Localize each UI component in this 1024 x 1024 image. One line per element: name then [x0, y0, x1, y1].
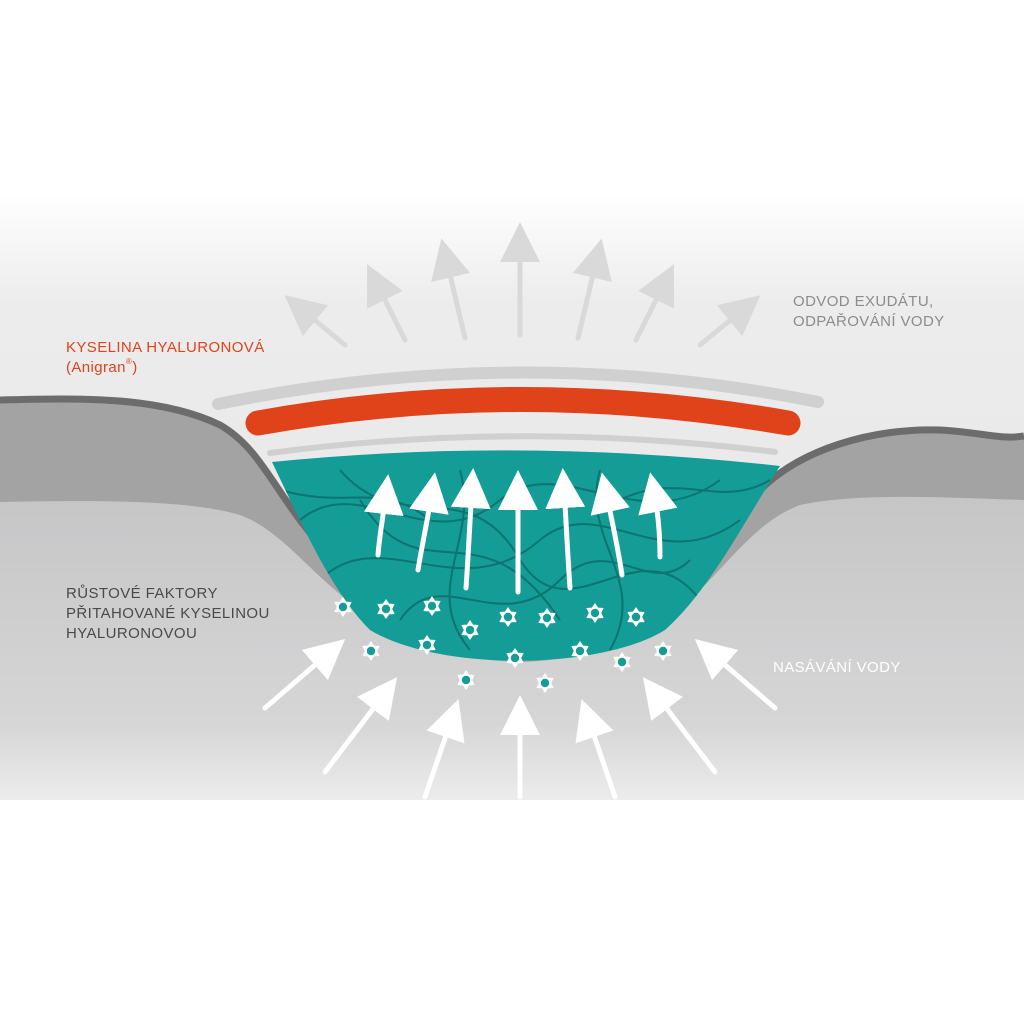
- arrow-up-icon: [694, 638, 778, 711]
- growth-factor-star-icon: [418, 635, 436, 655]
- growth-factor-star-icon: [627, 607, 645, 627]
- growth-factor-star-icon: [334, 597, 352, 617]
- dressing-bottom-layer: [267, 433, 778, 456]
- growth-factor-star-icon: [377, 599, 395, 619]
- exudate-arrows: [284, 222, 761, 348]
- wound-upward-arrows: [363, 468, 678, 595]
- growth-factor-star-icon: [461, 620, 479, 640]
- registered-mark: ®: [125, 357, 133, 366]
- arrow-up-icon: [545, 468, 586, 591]
- hyaluronic-acid-layer: [245, 387, 801, 436]
- growth-factor-star-icon: [499, 607, 517, 627]
- growth-factor-star-icon: [457, 670, 475, 690]
- arrow-up-icon: [638, 472, 678, 560]
- growth-factor-star-icon: [654, 641, 672, 661]
- arrow-up-icon: [431, 238, 471, 341]
- label-hyaluronic-line1: KYSELINA HYALURONOVÁ: [66, 339, 265, 356]
- arrow-up-icon: [642, 677, 718, 775]
- arrow-up-icon: [590, 472, 630, 578]
- arrow-up-icon: [450, 468, 491, 591]
- arrow-up-icon: [633, 264, 674, 343]
- label-exudate-line2: ODPAŘOVÁNÍ VODY: [793, 313, 945, 330]
- label-growth-factors: RŮSTOVÉ FAKTORY PŘITAHOVANÉ KYSELINOU HY…: [66, 584, 270, 644]
- growth-factor-star-icon: [538, 608, 556, 628]
- label-water-intake: NASÁVÁNÍ VODY: [773, 658, 901, 678]
- growth-factor-star-icon: [613, 652, 631, 672]
- arrow-up-icon: [572, 238, 612, 341]
- tissue-lower-layer: [0, 496, 1024, 800]
- growth-factor-star-icon: [423, 596, 441, 616]
- label-hyaluronic-acid: KYSELINA HYALURONOVÁ (Anigran®): [66, 338, 265, 378]
- arrow-up-icon: [697, 295, 761, 348]
- arrow-up-icon: [363, 474, 404, 558]
- arrow-up-icon: [422, 699, 465, 800]
- water-intake-arrows: [262, 638, 778, 800]
- growth-factor-star-icon: [571, 641, 589, 661]
- arrow-up-icon: [262, 638, 346, 711]
- dressing-top-layer: [212, 366, 824, 410]
- label-exudate-drainage: ODVOD EXUDÁTU, ODPAŘOVÁNÍ VODY: [793, 292, 945, 332]
- label-hyaluronic-line2: (Anigran®): [66, 358, 265, 378]
- growth-factor-star-icon: [362, 641, 380, 661]
- label-hyaluronic-suffix: ): [132, 359, 138, 376]
- arrow-up-icon: [575, 699, 618, 800]
- arrow-up-icon: [367, 264, 408, 343]
- growth-factor-star-icon: [536, 673, 554, 693]
- arrow-up-icon: [409, 472, 449, 573]
- arrow-up-icon: [284, 295, 348, 348]
- label-hyaluronic-prefix: (Anigran: [66, 359, 126, 376]
- label-water-line1: NASÁVÁNÍ VODY: [773, 659, 901, 676]
- growth-factor-star-icon: [506, 648, 524, 668]
- label-growth-line1: RŮSTOVÉ FAKTORY: [66, 585, 218, 602]
- growth-factor-particles: [334, 596, 672, 693]
- arrow-up-icon: [322, 677, 398, 775]
- label-exudate-line1: ODVOD EXUDÁTU,: [793, 293, 934, 310]
- label-growth-line3: HYALURONOVOU: [66, 625, 198, 642]
- growth-factor-star-icon: [586, 603, 604, 623]
- label-growth-line2: PŘITAHOVANÉ KYSELINOU: [66, 605, 270, 622]
